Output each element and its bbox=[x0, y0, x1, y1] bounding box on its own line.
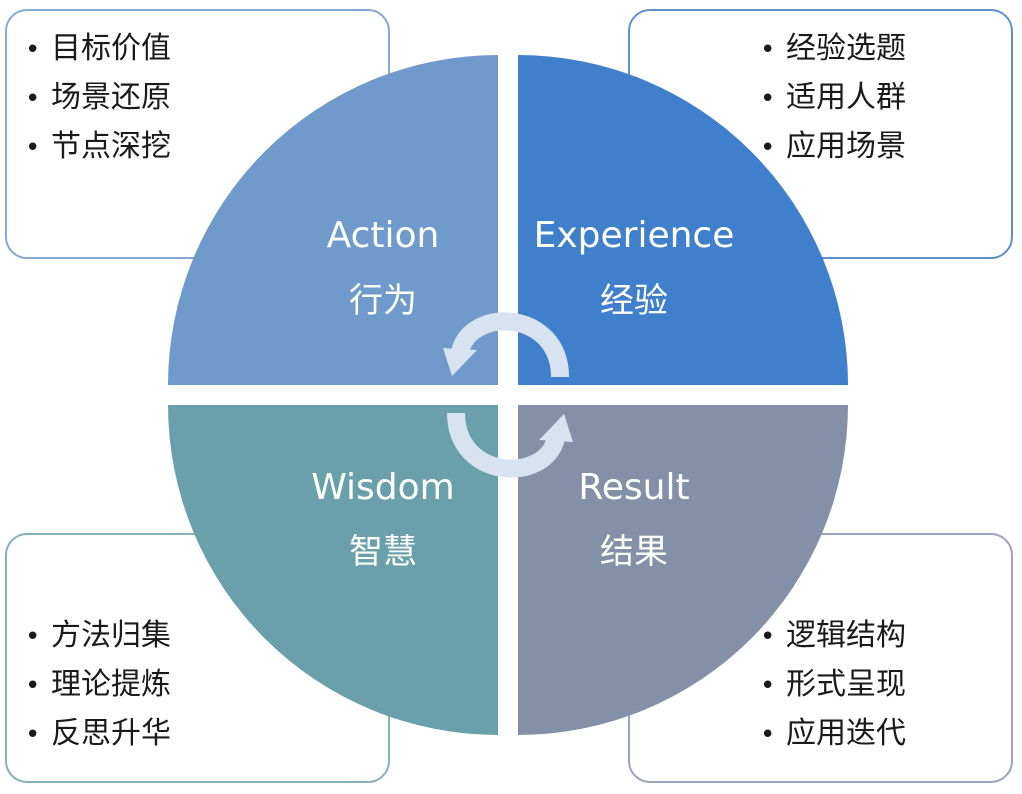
list-item: 经验选题 bbox=[760, 25, 906, 74]
list-item: 场景还原 bbox=[25, 74, 171, 123]
wisdom-label-en: Wisdom bbox=[311, 467, 455, 508]
curved-arrow-left-icon bbox=[443, 312, 569, 378]
list-item: 方法归集 bbox=[25, 612, 171, 661]
top-right-list: 经验选题 适用人群 应用场景 bbox=[760, 25, 906, 172]
list-item: 应用迭代 bbox=[760, 710, 906, 759]
list-item: 形式呈现 bbox=[760, 661, 906, 710]
list-item: 逻辑结构 bbox=[760, 612, 906, 661]
action-label-en: Action bbox=[327, 215, 440, 256]
action-label-cn: 行为 bbox=[349, 281, 417, 321]
quadrant-wisdom bbox=[168, 405, 498, 735]
quadrant-experience bbox=[518, 55, 848, 385]
quadrant-result bbox=[518, 405, 848, 735]
bottom-left-list: 方法归集 理论提炼 反思升华 bbox=[25, 612, 171, 759]
list-item: 应用场景 bbox=[760, 123, 906, 172]
bottom-right-list: 逻辑结构 形式呈现 应用迭代 bbox=[760, 612, 906, 759]
list-item: 节点深挖 bbox=[25, 123, 171, 172]
experience-label-en: Experience bbox=[534, 215, 735, 256]
list-item: 目标价值 bbox=[25, 25, 171, 74]
curved-arrow-right-icon bbox=[447, 412, 573, 478]
list-item: 理论提炼 bbox=[25, 661, 171, 710]
top-left-list: 目标价值 场景还原 节点深挖 bbox=[25, 25, 171, 172]
wisdom-label-cn: 智慧 bbox=[349, 532, 417, 572]
result-label-cn: 结果 bbox=[600, 532, 668, 572]
list-item: 反思升华 bbox=[25, 710, 171, 759]
experience-label-cn: 经验 bbox=[600, 281, 668, 321]
quadrant-action bbox=[168, 55, 498, 385]
list-item: 适用人群 bbox=[760, 74, 906, 123]
result-label-en: Result bbox=[578, 467, 689, 508]
